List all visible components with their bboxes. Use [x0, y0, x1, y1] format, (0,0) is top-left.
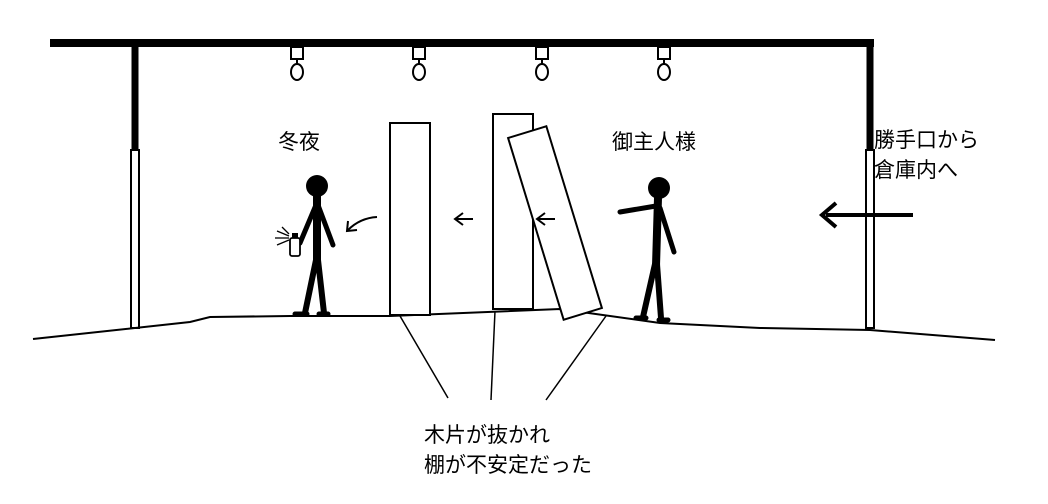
arrow-left-icon — [535, 212, 555, 226]
shelf-left — [389, 122, 431, 316]
person-figure-icon — [292, 175, 336, 317]
label-toya: 冬夜 — [278, 130, 320, 154]
shelf-leaning — [506, 125, 604, 321]
left-wall — [130, 43, 140, 329]
label-shelf-caption: 木片が抜かれ 棚が不安定だった — [424, 420, 592, 480]
light-bulb-icon — [657, 46, 671, 81]
arrow-left-icon — [453, 212, 473, 226]
spray-can-icon — [275, 226, 301, 257]
label-entrance-line2: 倉庫内へ — [874, 158, 958, 182]
curved-arrow-icon — [345, 216, 378, 233]
light-bulb-icon — [535, 46, 549, 81]
label-master: 御主人様 — [612, 130, 696, 154]
label-entrance: 勝手口から 倉庫内へ — [874, 125, 979, 185]
light-bulb-icon — [412, 46, 426, 81]
ground-line — [32, 307, 996, 341]
person-figure-icon — [617, 177, 677, 323]
arrow-left-icon — [818, 201, 913, 229]
label-shelf-line1: 木片が抜かれ — [424, 423, 550, 447]
label-entrance-line1: 勝手口から — [874, 128, 979, 152]
right-wall — [865, 43, 875, 329]
label-shelf-line2: 棚が不安定だった — [424, 453, 592, 477]
light-bulb-icon — [290, 46, 304, 81]
caption-pointer-lines — [399, 310, 607, 401]
